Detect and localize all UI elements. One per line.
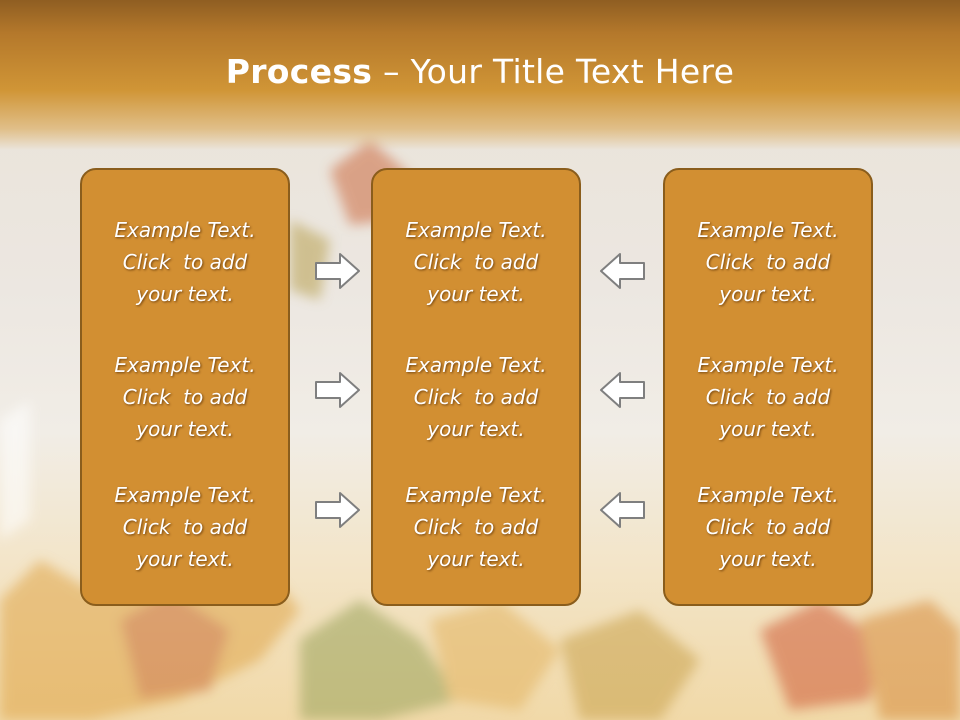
slide-title[interactable]: Process – Your Title Text Here <box>0 52 960 91</box>
text-block[interactable]: Example Text. Click to add your text. <box>373 214 579 310</box>
text-line: your text. <box>136 417 234 441</box>
text-block[interactable]: Example Text. Click to add your text. <box>665 214 871 310</box>
process-box-right[interactable]: Example Text. Click to add your text. Ex… <box>663 168 873 606</box>
left-arrow-icon <box>600 372 645 408</box>
text-line: Example Text. <box>697 218 839 242</box>
right-arrow-icon <box>315 492 360 528</box>
text-line: Example Text. <box>405 353 547 377</box>
text-line: your text. <box>136 282 234 306</box>
text-line: Example Text. <box>405 483 547 507</box>
text-block[interactable]: Example Text. Click to add your text. <box>665 349 871 445</box>
title-bold-part: Process <box>225 52 373 91</box>
process-box-left[interactable]: Example Text. Click to add your text. Ex… <box>80 168 290 606</box>
text-line: your text. <box>427 282 525 306</box>
process-box-center[interactable]: Example Text. Click to add your text. Ex… <box>371 168 581 606</box>
left-arrow-icon <box>600 253 645 289</box>
text-line: Click to add <box>705 250 831 274</box>
text-line: Example Text. <box>697 483 839 507</box>
text-line: your text. <box>136 547 234 571</box>
text-line: Example Text. <box>405 218 547 242</box>
text-line: Click to add <box>122 515 248 539</box>
left-arrow-icon <box>600 492 645 528</box>
text-line: your text. <box>719 282 817 306</box>
text-line: your text. <box>719 547 817 571</box>
text-line: Click to add <box>705 515 831 539</box>
title-band <box>0 0 960 150</box>
text-block[interactable]: Example Text. Click to add your text. <box>373 349 579 445</box>
text-line: Example Text. <box>114 218 256 242</box>
text-block[interactable]: Example Text. Click to add your text. <box>373 479 579 575</box>
text-line: your text. <box>427 547 525 571</box>
text-line: Click to add <box>413 385 539 409</box>
right-arrow-icon <box>315 372 360 408</box>
right-arrow-icon <box>315 253 360 289</box>
text-line: Click to add <box>413 515 539 539</box>
text-line: Example Text. <box>114 483 256 507</box>
title-rest-part: – Your Title Text Here <box>372 52 735 91</box>
text-line: Click to add <box>413 250 539 274</box>
text-line: your text. <box>719 417 817 441</box>
text-line: Click to add <box>705 385 831 409</box>
text-line: Click to add <box>122 250 248 274</box>
text-block[interactable]: Example Text. Click to add your text. <box>82 349 288 445</box>
text-line: your text. <box>427 417 525 441</box>
text-line: Example Text. <box>114 353 256 377</box>
text-line: Example Text. <box>697 353 839 377</box>
text-block[interactable]: Example Text. Click to add your text. <box>82 479 288 575</box>
text-line: Click to add <box>122 385 248 409</box>
text-block[interactable]: Example Text. Click to add your text. <box>82 214 288 310</box>
text-block[interactable]: Example Text. Click to add your text. <box>665 479 871 575</box>
